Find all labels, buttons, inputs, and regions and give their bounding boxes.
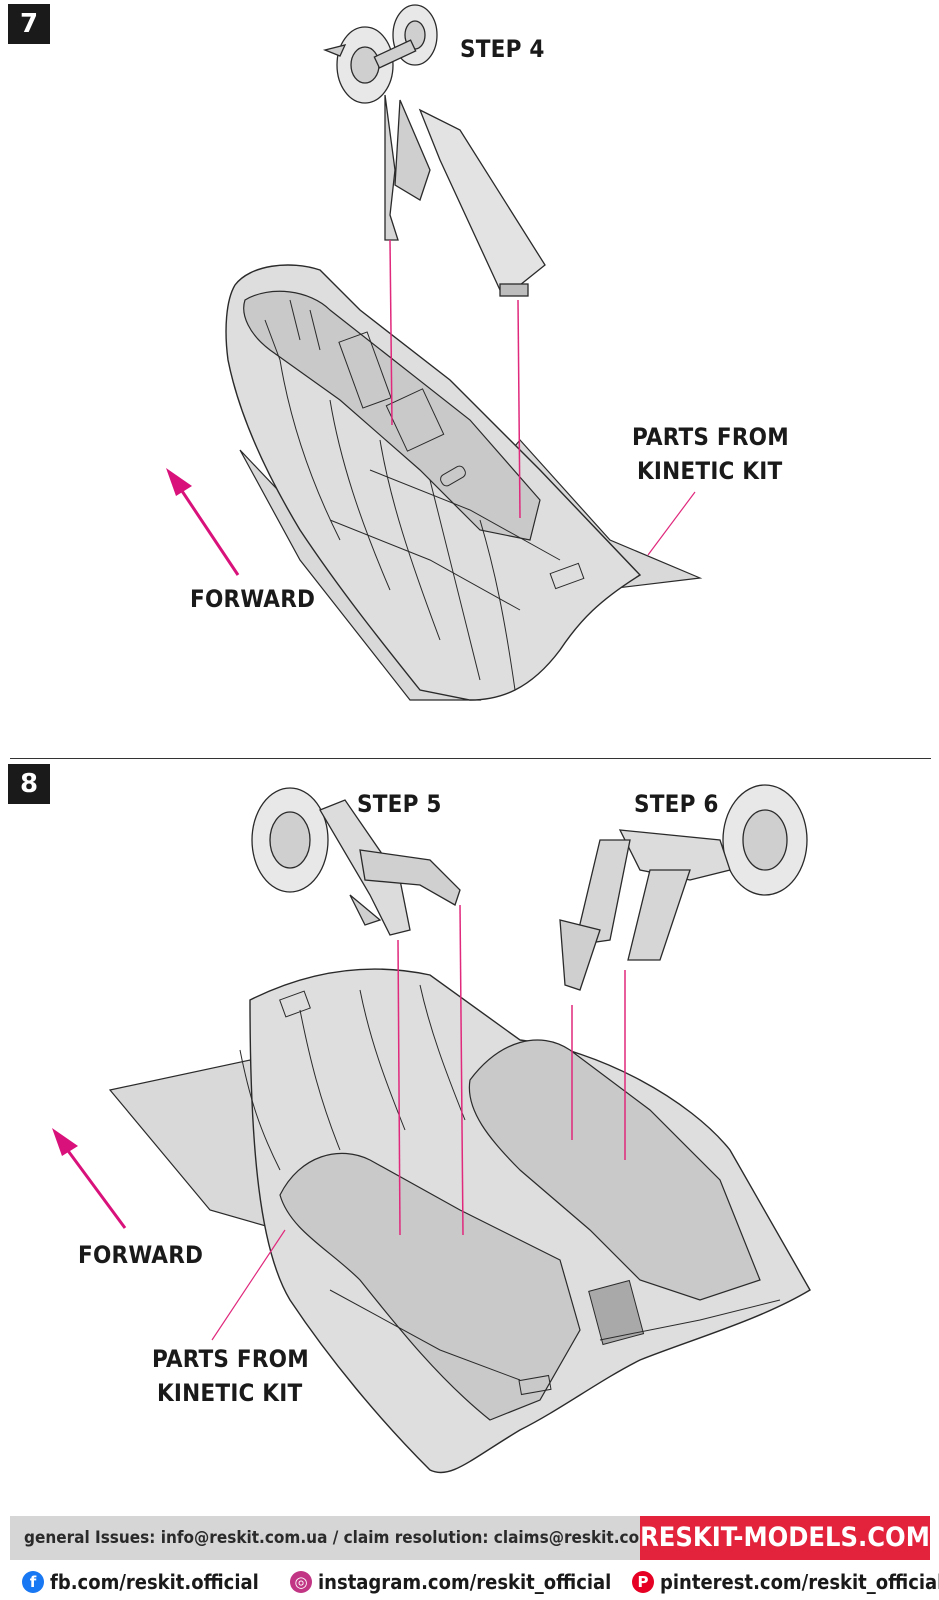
step-8-badge: 8 <box>8 764 50 804</box>
step-7-parts-label-line2: KINETIC KIT <box>637 457 783 485</box>
step-8-illustration <box>52 784 811 1474</box>
footer-contact-text: general Issues: info@reskit.com.ua / cla… <box>24 1528 683 1548</box>
step-7-badge: 7 <box>8 4 50 44</box>
social-link-instagram-label: instagram.com/reskit_official <box>318 1570 612 1594</box>
step-8-left-wheel-bay <box>279 1152 581 1421</box>
step-8-guide-line-1 <box>397 939 401 1236</box>
step-7-nose-gear <box>322 4 546 297</box>
social-link-instagram[interactable]: ◎ instagram.com/reskit_official <box>290 1568 611 1596</box>
step-7-guide-line-left <box>389 239 393 426</box>
step-8-left-main-gear <box>251 787 461 936</box>
step-8-forward-arrow-shaft <box>64 1147 127 1229</box>
step-7-step4-label: STEP 4 <box>460 35 545 63</box>
step-8-panel-ribs <box>239 984 781 1396</box>
step-8-step6-label: STEP 6 <box>634 790 719 818</box>
step-8-parts-label-line2: KINETIC KIT <box>157 1379 303 1407</box>
step-8-guide-line-2 <box>459 904 464 1236</box>
pinterest-icon: P <box>632 1571 654 1593</box>
step-8-parts-label-line1: PARTS FROM <box>152 1345 309 1373</box>
social-link-facebook-label: fb.com/reskit.official <box>50 1570 259 1594</box>
step-8-forward-label: FORWARD <box>78 1241 204 1269</box>
step-7-forward-label: FORWARD <box>190 585 316 613</box>
step-7-bay-details <box>264 299 585 590</box>
step-7-guide-line-right <box>517 299 521 519</box>
step-7-parts-leader <box>647 491 696 556</box>
step-7-illustration <box>166 4 703 701</box>
facebook-icon: f <box>22 1571 44 1593</box>
step-7-forward-arrow-shaft <box>178 487 240 576</box>
step-8-mesh-grille <box>588 1279 645 1346</box>
social-link-pinterest-label: pinterest.com/reskit_official <box>660 1570 939 1594</box>
step-8-right-main-gear <box>559 784 808 991</box>
step-7-panel-ribs <box>279 359 561 691</box>
step-8-parts-leader <box>211 1229 286 1341</box>
step-7-parts-label-line1: PARTS FROM <box>632 423 789 451</box>
footer-bar: general Issues: info@reskit.com.ua / cla… <box>10 1516 930 1560</box>
section-divider <box>10 758 931 759</box>
step-7-forward-arrow-head <box>166 468 192 496</box>
instagram-icon: ◎ <box>290 1571 312 1593</box>
social-link-pinterest[interactable]: P pinterest.com/reskit_official <box>632 1568 939 1596</box>
step-8-forward-arrow-head <box>52 1128 78 1156</box>
footer-brand-link[interactable]: RESKIT-MODELS.COM <box>640 1516 930 1560</box>
social-link-facebook[interactable]: f fb.com/reskit.official <box>22 1568 259 1596</box>
step-8-right-wheel-bay <box>468 1039 761 1301</box>
step-8-step5-label: STEP 5 <box>357 790 442 818</box>
